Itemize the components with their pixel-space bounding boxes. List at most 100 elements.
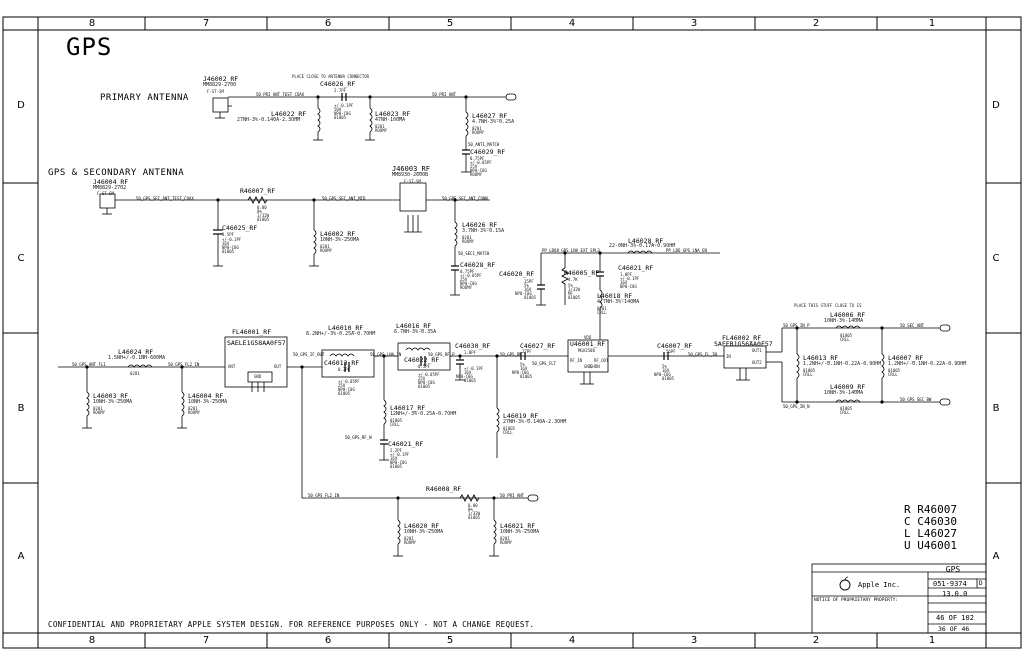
confidential-footer: CONFIDENTIAL AND PROPRIETARY APPLE SYSTE… <box>48 620 535 629</box>
c46021-spec-2: NP0-C0G <box>390 460 407 465</box>
j46003-pin: F-ST-SM <box>404 179 421 184</box>
j46004-pin: F-ST-SM <box>97 191 114 196</box>
c46020-spec-2: NP0-C0G <box>515 291 532 296</box>
l46024-value: 1.5NH+/-0.1NH-600MA <box>108 355 166 361</box>
net-gps-flt: 50_GPS_FLT <box>532 361 557 366</box>
c46026-ref: C46026_RF <box>320 80 356 88</box>
zone-col-6-bottom: 6 <box>324 635 332 646</box>
c46021b-ref: C46021_RF <box>618 264 654 272</box>
net-gps-fl2-bottom: 50_GPS_FL2_IN <box>308 493 340 498</box>
l46021-value: 10NH-3%-250MA <box>500 529 540 535</box>
zone-col-4-bottom: 4 <box>568 635 576 646</box>
l46007-value: 1.2NH+/-0.1NH-0.22A-0.9OHM <box>888 361 967 367</box>
l46009-spec-0: 01005 <box>840 406 853 411</box>
net-gps-sec-bw: 50_GPS_SEC_BW <box>900 397 932 402</box>
c46021-value: 2.2PF <box>390 448 403 453</box>
net-gps-sec-ant-out: 50_SEC_ANT <box>900 323 925 328</box>
l46007-spec-1: CRLL <box>888 372 898 377</box>
l46007-spec-0: 01005 <box>888 368 901 373</box>
net-gps-fl3: 50_GPS_FL_IN <box>688 352 717 357</box>
c46030-ref: C46030_RF <box>455 342 491 350</box>
c46026-spec-0: +/-0.1PF <box>334 103 354 108</box>
c46020-spec-0: 5% <box>524 283 529 288</box>
u46001-pin-rfout: RF_OUT <box>594 358 609 363</box>
c46026-value: 2.7PF <box>334 88 347 93</box>
l46010-ref: L46010_RF <box>328 324 364 332</box>
zone-col-2-bottom: 2 <box>812 635 820 646</box>
title-block-title: GPS <box>945 565 961 574</box>
zone-row-a-right: A <box>992 551 1000 562</box>
l46023-ref: L46023_RF <box>375 110 411 118</box>
u46001-ref: U46001_RF <box>570 340 606 348</box>
net-gps-lna-vcc: PP_LDO8_GPS_LNA_EXT_SPL3 <box>542 248 600 253</box>
zone-col-8-top: 8 <box>88 18 96 29</box>
zone-col-6-top: 6 <box>324 18 332 29</box>
net-pri-ant-bottom: 50_PRI_ANT <box>500 493 525 498</box>
r46005-spec-0: 5% <box>568 283 573 288</box>
c46029-spec-4: ROOMY <box>470 172 483 177</box>
c46026-spec-3: 01005 <box>334 115 347 120</box>
c46021b-spec-2: NP0-C0G <box>620 284 637 289</box>
r46005-ref: R46005_RF <box>564 269 600 277</box>
c46027-spec-0: 5% <box>520 362 525 367</box>
c46007-spec-1: 16V <box>662 368 670 373</box>
c46027-ref: C46027_RF <box>520 342 556 350</box>
l46027-spec-0: 0201 <box>472 126 482 131</box>
l46004-ref: L46004_RF <box>188 392 224 400</box>
l46024-spec-0: 0201 <box>130 371 140 376</box>
net-gps-lna-in: 50_GPS_LNA_IN <box>370 352 402 357</box>
r46008-spec-1: 0% <box>468 507 473 512</box>
l46006-ref: L46006_RF <box>830 311 866 319</box>
title-block-page: 46 OF 102 <box>936 614 974 622</box>
l46024-ref: L46024_RF <box>118 348 154 356</box>
c46020-spec-3: 01005 <box>524 295 537 300</box>
c46028-spec-2: NP0-C0G <box>460 281 477 286</box>
l46020-spec-1: ROOMY <box>404 540 417 545</box>
u46001-pin-rfin: RF_IN <box>570 358 583 363</box>
j46004-part: MM8829-2702 <box>93 185 127 191</box>
c46021b-value: 1.0PF <box>620 272 633 277</box>
net-pri-ant: 50_PRI_ANT <box>432 92 457 97</box>
c46007-spec-2: NP0-C0G <box>654 372 671 377</box>
c46028-spec-1: 25V <box>460 277 468 282</box>
net-gps-dm: 50_GPS_DM <box>500 352 522 357</box>
l46020-spec-0: 0201 <box>404 536 414 541</box>
net-gps-in-n: 50_GPS_IN_N <box>783 404 810 409</box>
c46022-spec-2: NP0-C0G <box>418 380 435 385</box>
c46021b-spec-1: 16V <box>620 280 628 285</box>
zone-col-3-bottom: 3 <box>690 635 698 646</box>
r46008-spec-0: 0.00 <box>468 503 478 508</box>
c46029-spec-1: 25V <box>470 164 478 169</box>
c46020-value: 15PF <box>524 279 534 284</box>
c46025-spec-1: 16V <box>222 241 230 246</box>
fl46002-pin-out2: OUT2 <box>752 360 762 365</box>
r46008-spec-4: 01005 <box>468 515 481 520</box>
zone-row-c-left: C <box>17 253 25 264</box>
net-gps-ant: 50_GPS_ANT_FL1 <box>72 362 106 367</box>
l46017-spec-0: 01005 <box>390 418 403 423</box>
c46025-spec-3: 01005 <box>222 249 235 254</box>
l46027-spec-1: ROOMY <box>472 130 485 135</box>
l46013-ref: L46013_RF <box>803 354 839 362</box>
legend-row-l: L L46027 <box>904 527 957 540</box>
place-note-top: PLACE CLOSE TO ANTENNA CONNECTOR <box>292 74 370 79</box>
c46022-spec-1: 25V <box>418 376 426 381</box>
net-gps-in-p: 50_GPS_IN_P <box>783 323 810 328</box>
r46007-spec-4: 01005 <box>257 217 270 222</box>
fl46001-pin-ant: ANT <box>228 364 236 369</box>
zone-row-b-left: B <box>17 403 25 414</box>
r46007-spec-2: 1/32W <box>257 213 270 218</box>
zone-row-d-right: D <box>992 100 1000 111</box>
zone-col-7-top: 7 <box>202 18 210 29</box>
net-gps-sec-coax: 50_GPS_SEC_ANT_TEST_COAX <box>136 196 194 201</box>
apple-logo-icon <box>839 576 851 591</box>
net-gps-rf-n: 50_GPS_RF_N <box>345 435 372 440</box>
c46027-value: 27PF <box>522 349 532 354</box>
l46002-spec-0: 0201 <box>320 244 330 249</box>
l46004-spec-1: ROOMY <box>188 410 201 415</box>
l46026-spec-0: 0201 <box>462 235 472 240</box>
l46020-value: 10NH-3%-250MA <box>404 529 444 535</box>
l46009-ref: L46009_RF <box>830 383 866 391</box>
c46007-spec-0: 5% <box>662 364 667 369</box>
l46006-value: 10NH-3%-140MA <box>824 318 864 324</box>
